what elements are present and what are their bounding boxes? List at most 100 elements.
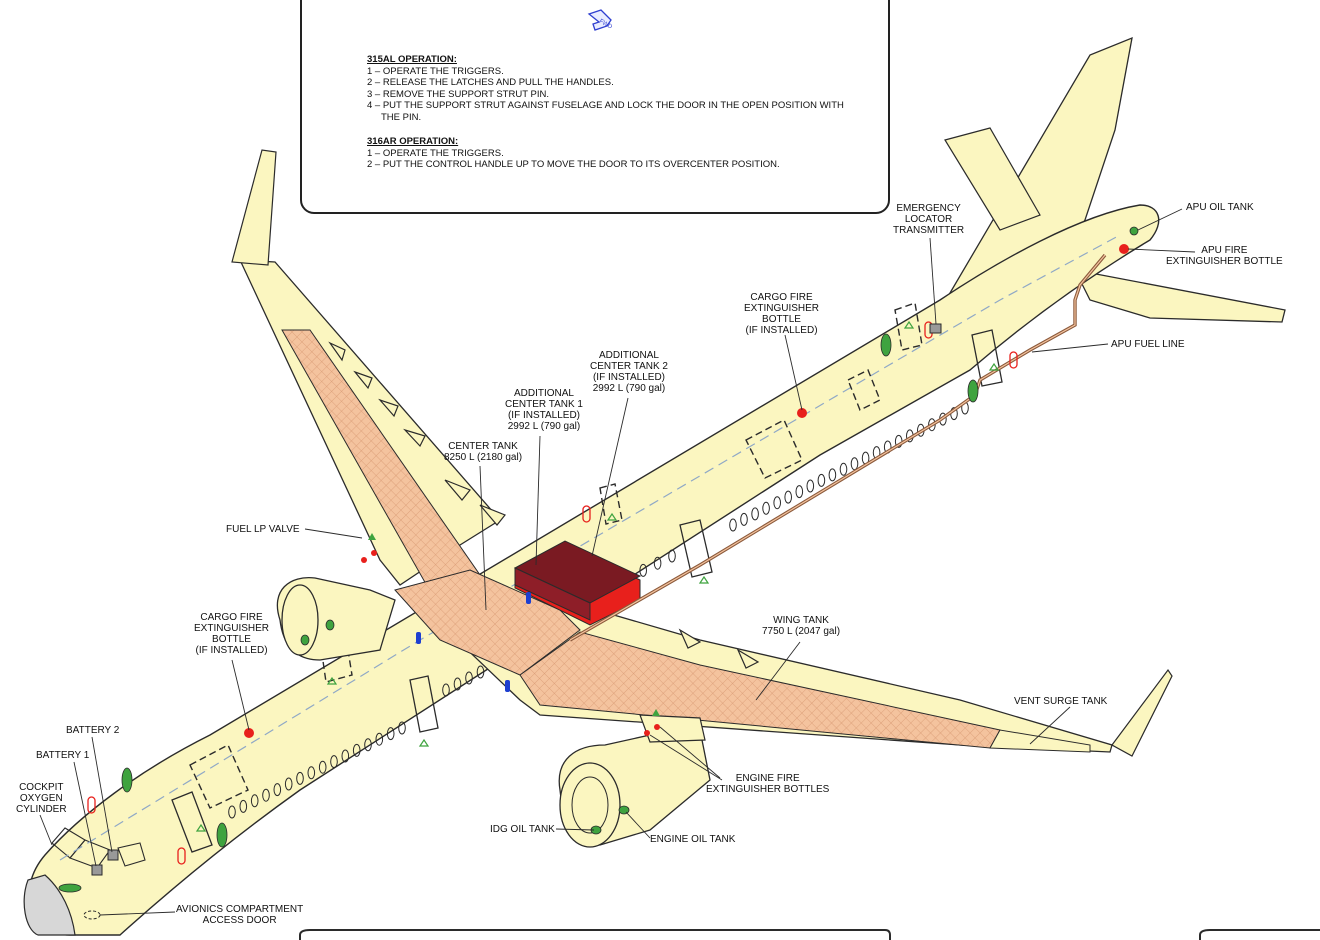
procedure-316ar: 316AR OPERATION: 1 – OPERATE THE TRIGGER… [367,136,780,171]
step: 2 – RELEASE THE LATCHES AND PULL THE HAN… [367,77,614,88]
label-apu-fuel-line: APU FUEL LINE [1111,339,1185,350]
passenger-window [850,457,859,471]
aft-cargo-door-316ar [745,419,803,479]
passenger-window [398,721,406,735]
passenger-window [762,501,770,515]
passenger-window [773,496,782,510]
passenger-window [668,549,676,563]
fwd-arrow-icon: FWD [587,9,613,31]
passenger-window [296,771,304,785]
step: 1 – OPERATE THE TRIGGERS. [367,65,504,77]
passenger-window [307,766,316,780]
passenger-window [318,760,327,774]
fuselage-centerline [59,234,1121,861]
fuel-lp-valve-dot-2 [371,550,377,556]
left-engine [276,576,396,661]
elt-box [929,323,942,334]
step: 1 – OPERATE THE TRIGGERS. [367,147,504,159]
passenger-window [250,794,259,808]
passenger-window [352,743,361,757]
procedure-panel [300,0,890,214]
right-engine [558,714,711,848]
passenger-window [228,805,236,819]
bottom-panel-right [1199,929,1320,940]
aft-service-door [599,483,623,525]
passenger-window [729,518,737,532]
fire-bottles [244,244,1129,738]
passenger-window [386,727,395,741]
label-engine-oil-tank: ENGINE OIL TANK [650,834,736,845]
label-fuel-lp-valve: FUEL LP VALVE [226,524,300,535]
valves [416,592,531,692]
nose-cone [23,874,76,936]
passenger-window [795,485,804,499]
label-battery-1: BATTERY 1 [36,750,90,761]
passenger-window [751,507,759,521]
bottom-panel-left [299,929,891,940]
label-battery-2: BATTERY 2 [66,725,120,736]
left-winglet [231,149,277,266]
passenger-window [639,563,648,577]
label-apu-oil-tank: APU OIL TANK [1186,202,1254,213]
cargo-fire-bottle-aft-dot [797,408,807,418]
tail-access-door [894,302,923,351]
engine-oil-tank-dot [618,805,630,815]
label-vent-surge-tank: VENT SURGE TANK [1014,696,1108,707]
apu-oil-tank-dot [1129,226,1139,236]
apu-fire-bottle-dot [1119,244,1129,254]
step: 3 – REMOVE THE SUPPORT STRUT PIN. [367,88,549,100]
forward-door [171,791,213,853]
passenger-window [740,512,748,526]
aft-door [971,329,1003,387]
doors [171,329,1003,853]
bulk-cargo-door [847,369,881,411]
passenger-window [262,788,270,802]
step: 4 – PUT THE SUPPORT STRUT AGAINST FUSELA… [367,100,844,111]
step: THE PIN. [381,111,422,123]
forward-cargo-door-315al [189,744,249,809]
label-idg-oil-tank: IDG OIL TANK [490,824,555,835]
cargo-fire-bottle-fwd-dot [244,728,254,738]
passenger-window [375,732,384,746]
right-wing-flap-track-fairings [678,628,760,669]
left-wing-flap-track-fairings [328,341,506,526]
engine-fire-bottle-2 [644,730,650,736]
passenger-window [453,677,462,691]
passenger-window [653,556,662,570]
passenger-window [330,755,338,769]
passenger-window [784,490,793,504]
fin-fairing [944,127,1041,231]
passenger-window [476,665,485,679]
passenger-window [828,468,837,482]
leader-lines [39,208,1196,916]
center-tank [394,569,581,676]
section-heading: 315AL OPERATION: [367,54,457,65]
fuel-lp-valve-dot-1 [361,557,367,563]
passenger-window [341,749,350,763]
passenger-window [806,479,815,493]
passenger-window [273,783,282,797]
passenger-window [239,799,248,813]
overwing-door [409,675,439,733]
horizontal-stabilizer [1073,269,1286,323]
fuel-lp-valve-triangle [368,533,376,540]
engine-fire-triangle [652,709,660,716]
step: 2 – PUT THE CONTROL HANDLE UP TO MOVE TH… [367,159,780,170]
passenger-window [839,462,848,476]
mid-door [679,519,713,578]
passenger-window [465,671,473,685]
vent-surge-tank [989,729,1091,753]
battery-boxes [91,849,119,876]
procedure-315al: 315AL OPERATION: 1 – OPERATE THE TRIGGER… [367,54,844,123]
